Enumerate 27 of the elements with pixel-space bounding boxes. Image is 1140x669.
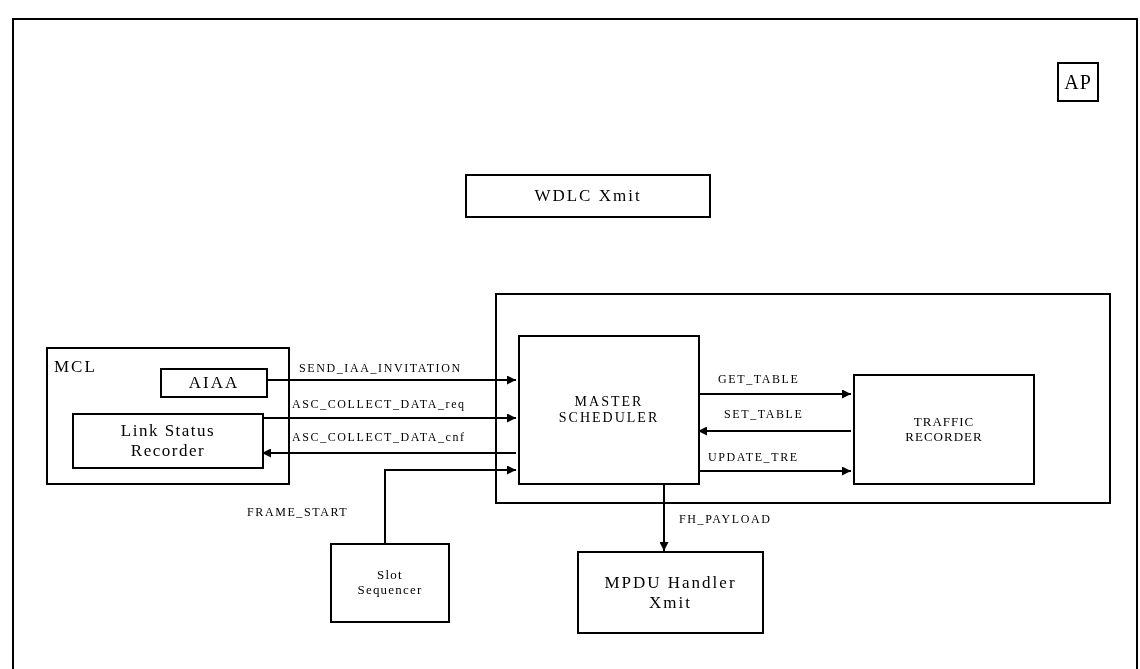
- arrow: [697, 426, 852, 436]
- arrow: [261, 448, 517, 458]
- block-label: Slot Sequencer: [356, 568, 424, 598]
- block-label: AP: [1064, 70, 1092, 94]
- group-box: [46, 347, 290, 485]
- block-box: [160, 368, 268, 398]
- block-box: [1057, 62, 1099, 102]
- block-label: WDLC Xmit: [534, 186, 642, 206]
- arrow: [697, 466, 852, 476]
- block-label: Link Status Recorder: [119, 421, 217, 461]
- container-box: [495, 293, 1111, 504]
- block-box: [465, 174, 711, 218]
- block-box: [577, 551, 764, 634]
- arrow: [265, 375, 517, 385]
- block-label: MCL: [54, 357, 97, 377]
- arrow: [697, 389, 852, 399]
- arrow: [384, 465, 517, 544]
- block-box: [853, 374, 1035, 485]
- arrow: [659, 482, 669, 552]
- block-label: MPDU Handler Xmit: [603, 572, 738, 613]
- block-box: [72, 413, 264, 469]
- block-box: [330, 543, 450, 623]
- block-label: AIAA: [188, 373, 240, 393]
- block-box: [518, 335, 700, 485]
- block-label: MASTER SCHEDULER: [557, 393, 661, 427]
- block-label: TRAFFIC RECORDER: [904, 414, 984, 445]
- arrow: [261, 413, 517, 423]
